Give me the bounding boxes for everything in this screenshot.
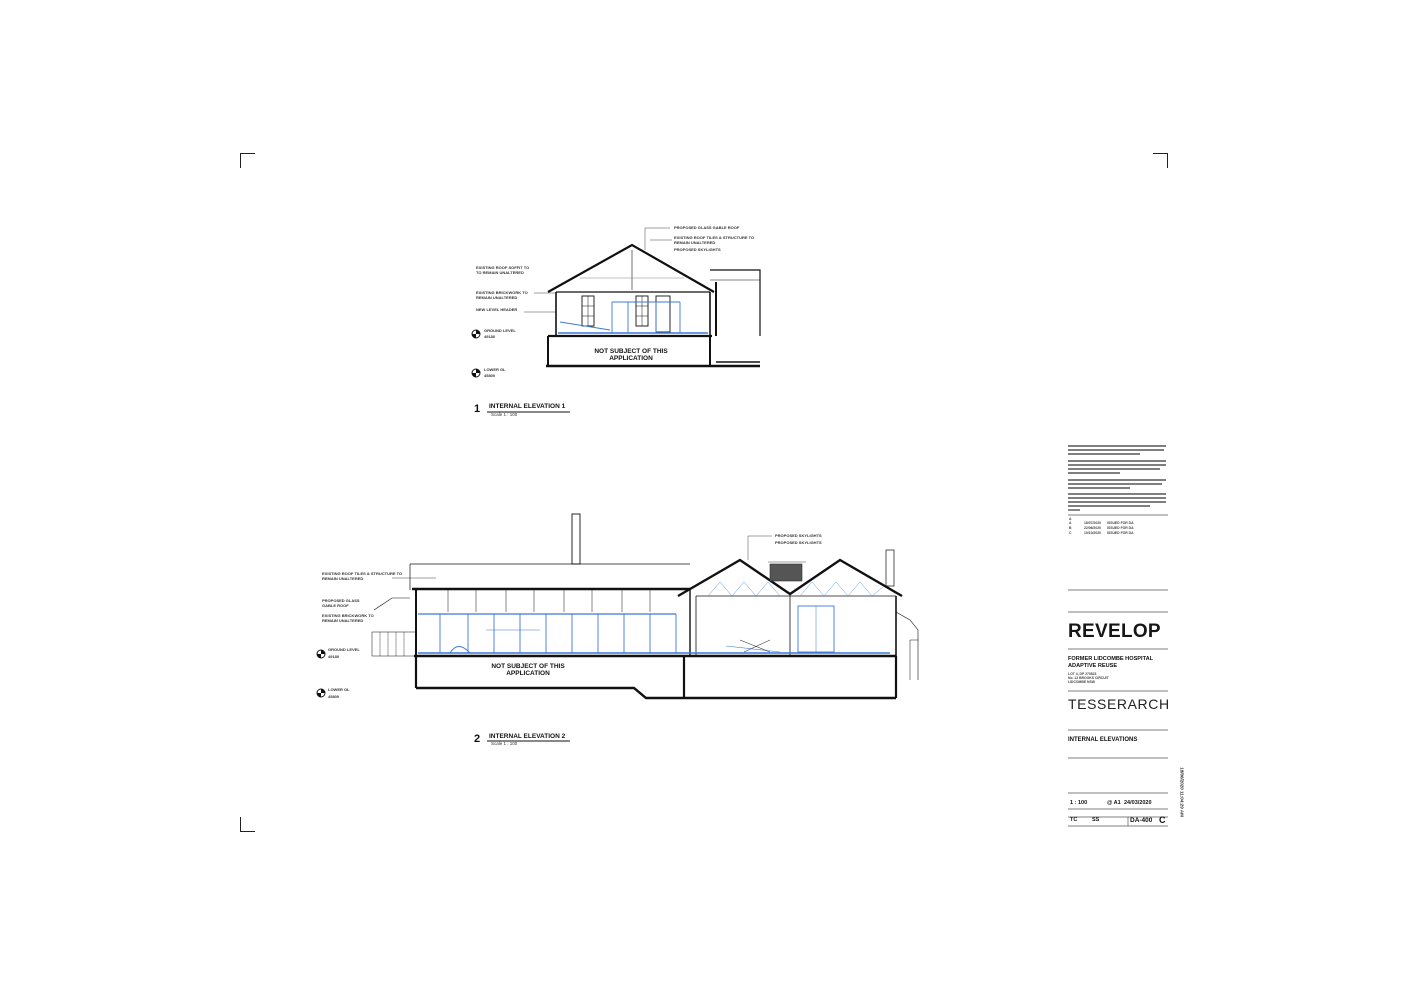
view-number: 1 <box>474 403 481 415</box>
annotation: PROPOSED SKYLIGHTS <box>674 247 721 252</box>
revision-date: 18/07/2020 <box>1084 521 1101 525</box>
revision-date: 10/10/2020 <box>1084 531 1101 535</box>
annotation: EXISTING BRICKWORK TO <box>322 613 374 618</box>
view-title: INTERNAL ELEVATION 1 <box>489 403 566 410</box>
not-subject-label: APPLICATION <box>609 355 653 362</box>
annotation: EXISTING ROOF TILES & STRUCTURE TO <box>322 571 403 576</box>
revision-issue: A <box>1069 521 1072 525</box>
level-value: 45800 <box>484 373 496 378</box>
level-marker-ground-1 <box>471 329 481 339</box>
not-subject-label: NOT SUBJECT OF THIS <box>594 348 668 355</box>
drawn-by: TC <box>1070 817 1078 823</box>
sheet-size: @ A1 <box>1107 800 1121 806</box>
annotation: PROPOSED SKYLIGHTS <box>775 533 822 538</box>
annotation: PROPOSED GLASS <box>322 598 360 603</box>
level-marker-ground-2 <box>316 649 326 659</box>
revision-issue: A <box>1069 517 1072 521</box>
view-number: 2 <box>474 733 481 745</box>
level-marker-lower-2 <box>316 688 326 698</box>
revision-desc: ISSUED FOR DA <box>1107 526 1134 530</box>
annotation: REMAIN UNALTERED <box>476 295 518 300</box>
project-address: No. 12 BROOKS CIRCUIT <box>1068 676 1109 680</box>
architect-logo: TESSERARCH <box>1068 696 1170 712</box>
annotation: NEW LEVEL HEADER <box>476 307 518 312</box>
client-logo: REVELOP <box>1068 621 1161 642</box>
revision-issue: B <box>1069 526 1072 530</box>
annotation: TO REMAIN UNALTERED <box>476 270 524 275</box>
not-subject-label: NOT SUBJECT OF THIS <box>491 663 565 670</box>
crop-mark-top-left <box>240 153 255 168</box>
level-name: GROUND LEVEL <box>328 647 360 652</box>
revision-issue: C <box>1069 531 1072 535</box>
annotation: REMAIN UNALTERED <box>322 618 364 623</box>
level-name: LOWER GL <box>328 687 350 692</box>
level-value: 45800 <box>328 694 340 699</box>
level-value: 49180 <box>328 654 340 659</box>
drawing-scale: 1 : 100 <box>1070 800 1088 806</box>
not-subject-label: APPLICATION <box>506 670 550 677</box>
revision-row: A <box>1069 517 1072 521</box>
annotation: REMAIN UNALTERED <box>674 240 716 245</box>
view-title: INTERNAL ELEVATION 2 <box>489 733 566 740</box>
drawing-date: 24/03/2020 <box>1124 800 1152 806</box>
annotation: PROPOSED SKYLIGHTS <box>775 540 822 545</box>
annotation: EXISTING ROOF TILES & STRUCTURE TO <box>674 235 755 240</box>
annotation: EXISTING BRICKWORK TO <box>476 290 528 295</box>
revision-date: 22/06/2020 <box>1084 526 1101 530</box>
level-marker-lower-1 <box>471 368 481 378</box>
level-name: GROUND LEVEL <box>484 328 516 333</box>
checked-by: SS <box>1092 817 1100 823</box>
revision-letter: C <box>1159 815 1166 825</box>
drawing-title: INTERNAL ELEVATIONS <box>1068 737 1138 743</box>
level-name: LOWER GL <box>484 367 506 372</box>
annotation: PROPOSED GLASS GABLE ROOF <box>674 225 740 230</box>
project-name-line2: ADAPTIVE REUSE <box>1068 663 1118 669</box>
level-value: 49180 <box>484 334 496 339</box>
annotation: GABLE ROOF <box>322 603 349 608</box>
view-scale: Scale 1 : 100 <box>491 741 518 746</box>
crop-mark-bottom-left <box>240 817 255 832</box>
project-name-line1: FORMER LIDCOMBE HOSPITAL <box>1068 656 1154 662</box>
crop-mark-top-right <box>1153 153 1168 168</box>
drawing-number: DA-400 <box>1130 817 1153 824</box>
view-scale: Scale 1 : 100 <box>491 412 518 417</box>
project-address: LIDCOMBE NSW <box>1068 680 1095 684</box>
annotation: REMAIN UNALTERED <box>322 576 364 581</box>
annotation: EXISTING ROOF SOFFIT TO <box>476 265 530 270</box>
revision-desc: ISSUED FOR DA <box>1107 521 1134 525</box>
revision-desc: ISSUED FOR DA <box>1107 531 1134 535</box>
plot-timestamp: 18/06/2020 11:04:29 AM <box>1179 767 1185 817</box>
project-address: LOT 4, DP 270823 <box>1068 672 1097 676</box>
